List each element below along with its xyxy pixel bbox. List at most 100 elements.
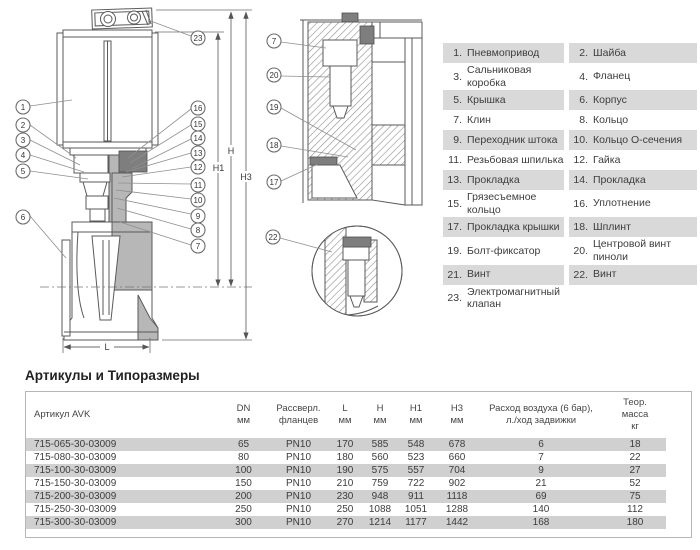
part-item: 7.Клин <box>443 110 564 130</box>
part-label: Винт <box>467 268 491 281</box>
part-number: 3. <box>453 70 462 83</box>
table-cell: PN10 <box>285 452 311 463</box>
table-cell: PN10 <box>285 491 311 502</box>
detail-view-top <box>300 12 423 206</box>
table-cell: 250 <box>235 504 252 515</box>
part-label: Сальниковая коробка <box>467 64 532 89</box>
table-cell: 759 <box>371 478 389 489</box>
dim-label-h1: H1 <box>213 163 225 173</box>
table-cell: 230 <box>336 491 354 502</box>
part-label: Фланец <box>593 70 631 83</box>
part-label: Кольцо <box>593 113 629 126</box>
part-item <box>569 285 697 312</box>
callout-8: 8 <box>190 222 206 238</box>
part-item: 2.Шайба <box>569 43 697 63</box>
table-cell: PN10 <box>285 517 311 528</box>
svg-text:6: 6 <box>21 213 26 222</box>
svg-text:22: 22 <box>269 233 278 242</box>
table-cell: 715-100-30-03009 <box>34 465 117 476</box>
dim-label-h: H <box>228 146 235 156</box>
table-cell: 65 <box>237 439 250 450</box>
part-item: 9.Переходник штока <box>443 130 564 151</box>
table-cell: 715-065-30-03009 <box>34 439 117 450</box>
callout-15: 15 <box>190 116 206 132</box>
callout-detail-18: 18 <box>266 137 282 153</box>
bonnet-area <box>69 147 148 239</box>
svg-text:2: 2 <box>21 121 26 130</box>
part-label: Прокладка <box>593 173 646 186</box>
table-cell: 170 <box>336 439 354 450</box>
callout-detail-19: 19 <box>266 99 282 115</box>
callouts: 1 2 3 4 5 6 23 16 15 14 13 12 11 10 9 8 … <box>15 30 282 254</box>
table-cell: 18 <box>629 439 641 450</box>
table-cell: 548 <box>407 439 425 450</box>
part-item: 14.Прокладка <box>569 170 697 191</box>
callout-13: 13 <box>190 145 206 161</box>
table-cell: 678 <box>448 439 466 450</box>
part-number: 15. <box>447 197 462 210</box>
part-label: Грязесъемное кольцо <box>467 191 537 216</box>
part-item: 8.Кольцо <box>569 110 697 130</box>
callout-9: 9 <box>190 208 206 224</box>
svg-text:14: 14 <box>194 134 203 143</box>
table-cell: 660 <box>448 452 466 463</box>
table-cell: 300 <box>235 517 252 528</box>
svg-text:17: 17 <box>270 178 279 187</box>
part-label: Крышка <box>467 93 506 106</box>
part-label: Резьбовая шпилька <box>467 153 564 166</box>
part-number: 12. <box>573 154 588 167</box>
part-number: 21. <box>447 268 462 281</box>
svg-text:18: 18 <box>270 141 279 150</box>
callout-detail-7: 7 <box>266 33 282 49</box>
solenoid-valve-part <box>91 7 153 30</box>
callout-3: 3 <box>15 132 31 148</box>
table-cell: 52 <box>629 478 641 489</box>
part-item: 10.Кольцо О-сечения <box>569 130 697 151</box>
valve-body-part <box>61 221 159 341</box>
table-cell: 21 <box>535 478 547 489</box>
part-number: 6. <box>579 94 588 107</box>
part-label: Электромагнитный клапан <box>467 285 560 311</box>
parts-row: 3. Сальниковая коробка 4.Фланец <box>443 63 697 90</box>
table-cell: 6 <box>538 439 544 450</box>
part-item: 21. Винт <box>443 264 564 285</box>
part-item: 23. Электромагнитный клапан <box>443 285 564 312</box>
table-cell: 150 <box>235 478 252 489</box>
table-cell: 180 <box>336 452 354 463</box>
table-cell: 250 <box>336 504 354 515</box>
part-item: 4.Фланец <box>569 63 697 90</box>
part-label: Шайба <box>593 46 626 59</box>
part-label: Переходник штока <box>467 133 558 146</box>
part-item: 1.Пневмопривод <box>443 43 564 63</box>
actuator-part <box>56 29 159 149</box>
callout-6: 6 <box>15 209 31 225</box>
part-item: 13.Прокладка <box>443 170 564 191</box>
table-cell: 902 <box>448 478 466 489</box>
table-cell: 704 <box>448 465 466 476</box>
part-number: 11. <box>448 154 462 167</box>
table-cell: 75 <box>629 491 641 502</box>
svg-text:7: 7 <box>272 37 277 46</box>
part-item: 11. Резьбовая шпилька <box>443 150 564 170</box>
table-cell: 168 <box>532 517 550 528</box>
table-cell: PN10 <box>285 504 311 515</box>
part-number: 23. <box>447 292 462 305</box>
table-cell: 69 <box>535 491 547 502</box>
main-view <box>40 7 252 341</box>
callout-12: 12 <box>190 159 206 175</box>
callout-2: 2 <box>15 117 31 133</box>
table-cell: 557 <box>407 465 425 476</box>
svg-text:9: 9 <box>196 212 201 221</box>
table-cell: 715-080-30-03009 <box>34 452 117 463</box>
table-cell: 722 <box>407 478 425 489</box>
part-label: Кольцо О-сечения <box>593 133 683 146</box>
